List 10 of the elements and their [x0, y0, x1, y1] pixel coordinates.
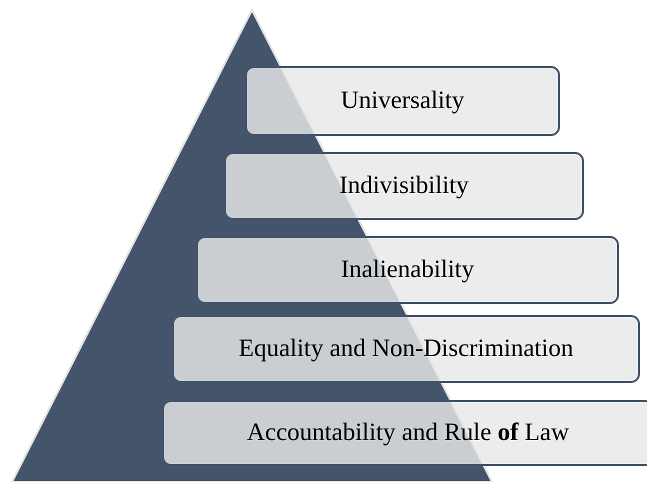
level-box	[162, 400, 647, 466]
level-label: Inalienability	[340, 256, 474, 284]
level-box	[196, 236, 619, 304]
level-box	[224, 152, 584, 220]
level-label: Equality and Non-Discrimination	[238, 335, 574, 363]
level-label: Indivisibility	[339, 172, 469, 200]
level-box	[172, 315, 640, 383]
level-label: Accountability and Rule of Law	[246, 419, 570, 447]
level-label: Universality	[340, 87, 464, 115]
level-box	[245, 66, 560, 136]
